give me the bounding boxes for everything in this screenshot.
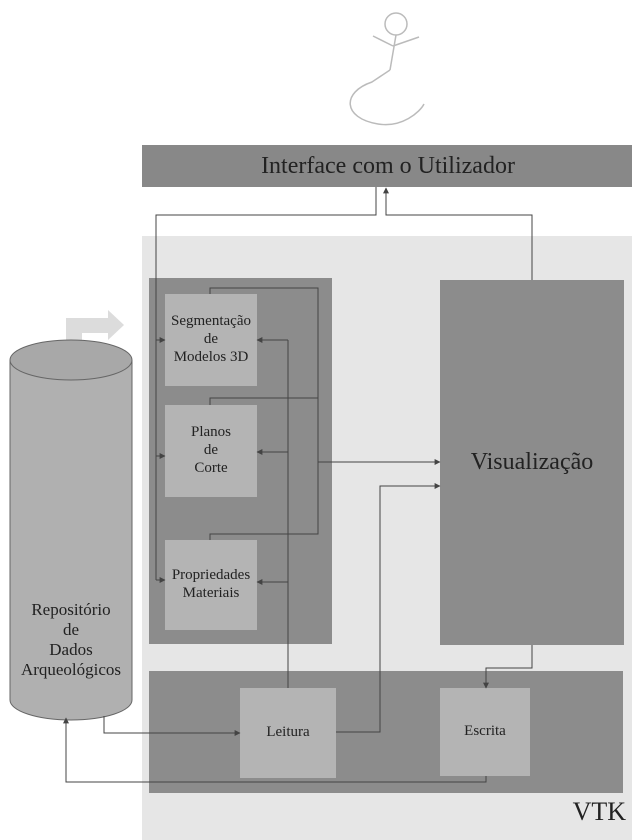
connector-visualizacao-to-interface <box>383 187 533 280</box>
user-arm-right <box>392 36 420 47</box>
user-figure-icon <box>349 12 425 126</box>
connector-interface-to-modules <box>155 187 377 580</box>
connector-segmentacao-out <box>209 287 319 462</box>
user-head <box>384 12 408 36</box>
propriedades-box <box>165 540 257 630</box>
arrow-shaft-top <box>66 318 110 333</box>
repositorio-cylinder <box>9 339 133 721</box>
escrita-box <box>440 688 530 776</box>
io-panel <box>149 671 623 793</box>
connectors <box>63 187 533 783</box>
visualizacao-panel <box>440 280 624 645</box>
connector-leitura-to-visualizacao <box>336 483 441 733</box>
user-arm-left <box>372 35 394 47</box>
leitura-box <box>240 688 336 778</box>
interface-bar <box>142 145 632 187</box>
segmentacao-box <box>165 294 257 386</box>
connector-visualizacao-to-escrita <box>483 645 533 689</box>
connector-repositorio-to-leitura <box>103 716 241 736</box>
arrow-head-top <box>108 310 124 340</box>
cylinder-body-cover <box>10 360 132 700</box>
connector-propriedades-out <box>209 462 319 540</box>
connector-escrita-to-repositorio <box>63 717 487 783</box>
planos-box <box>165 405 257 497</box>
user-body <box>389 34 397 71</box>
connector-planos-out <box>209 397 318 405</box>
user-legs <box>349 69 425 126</box>
cylinder-top <box>9 339 133 381</box>
